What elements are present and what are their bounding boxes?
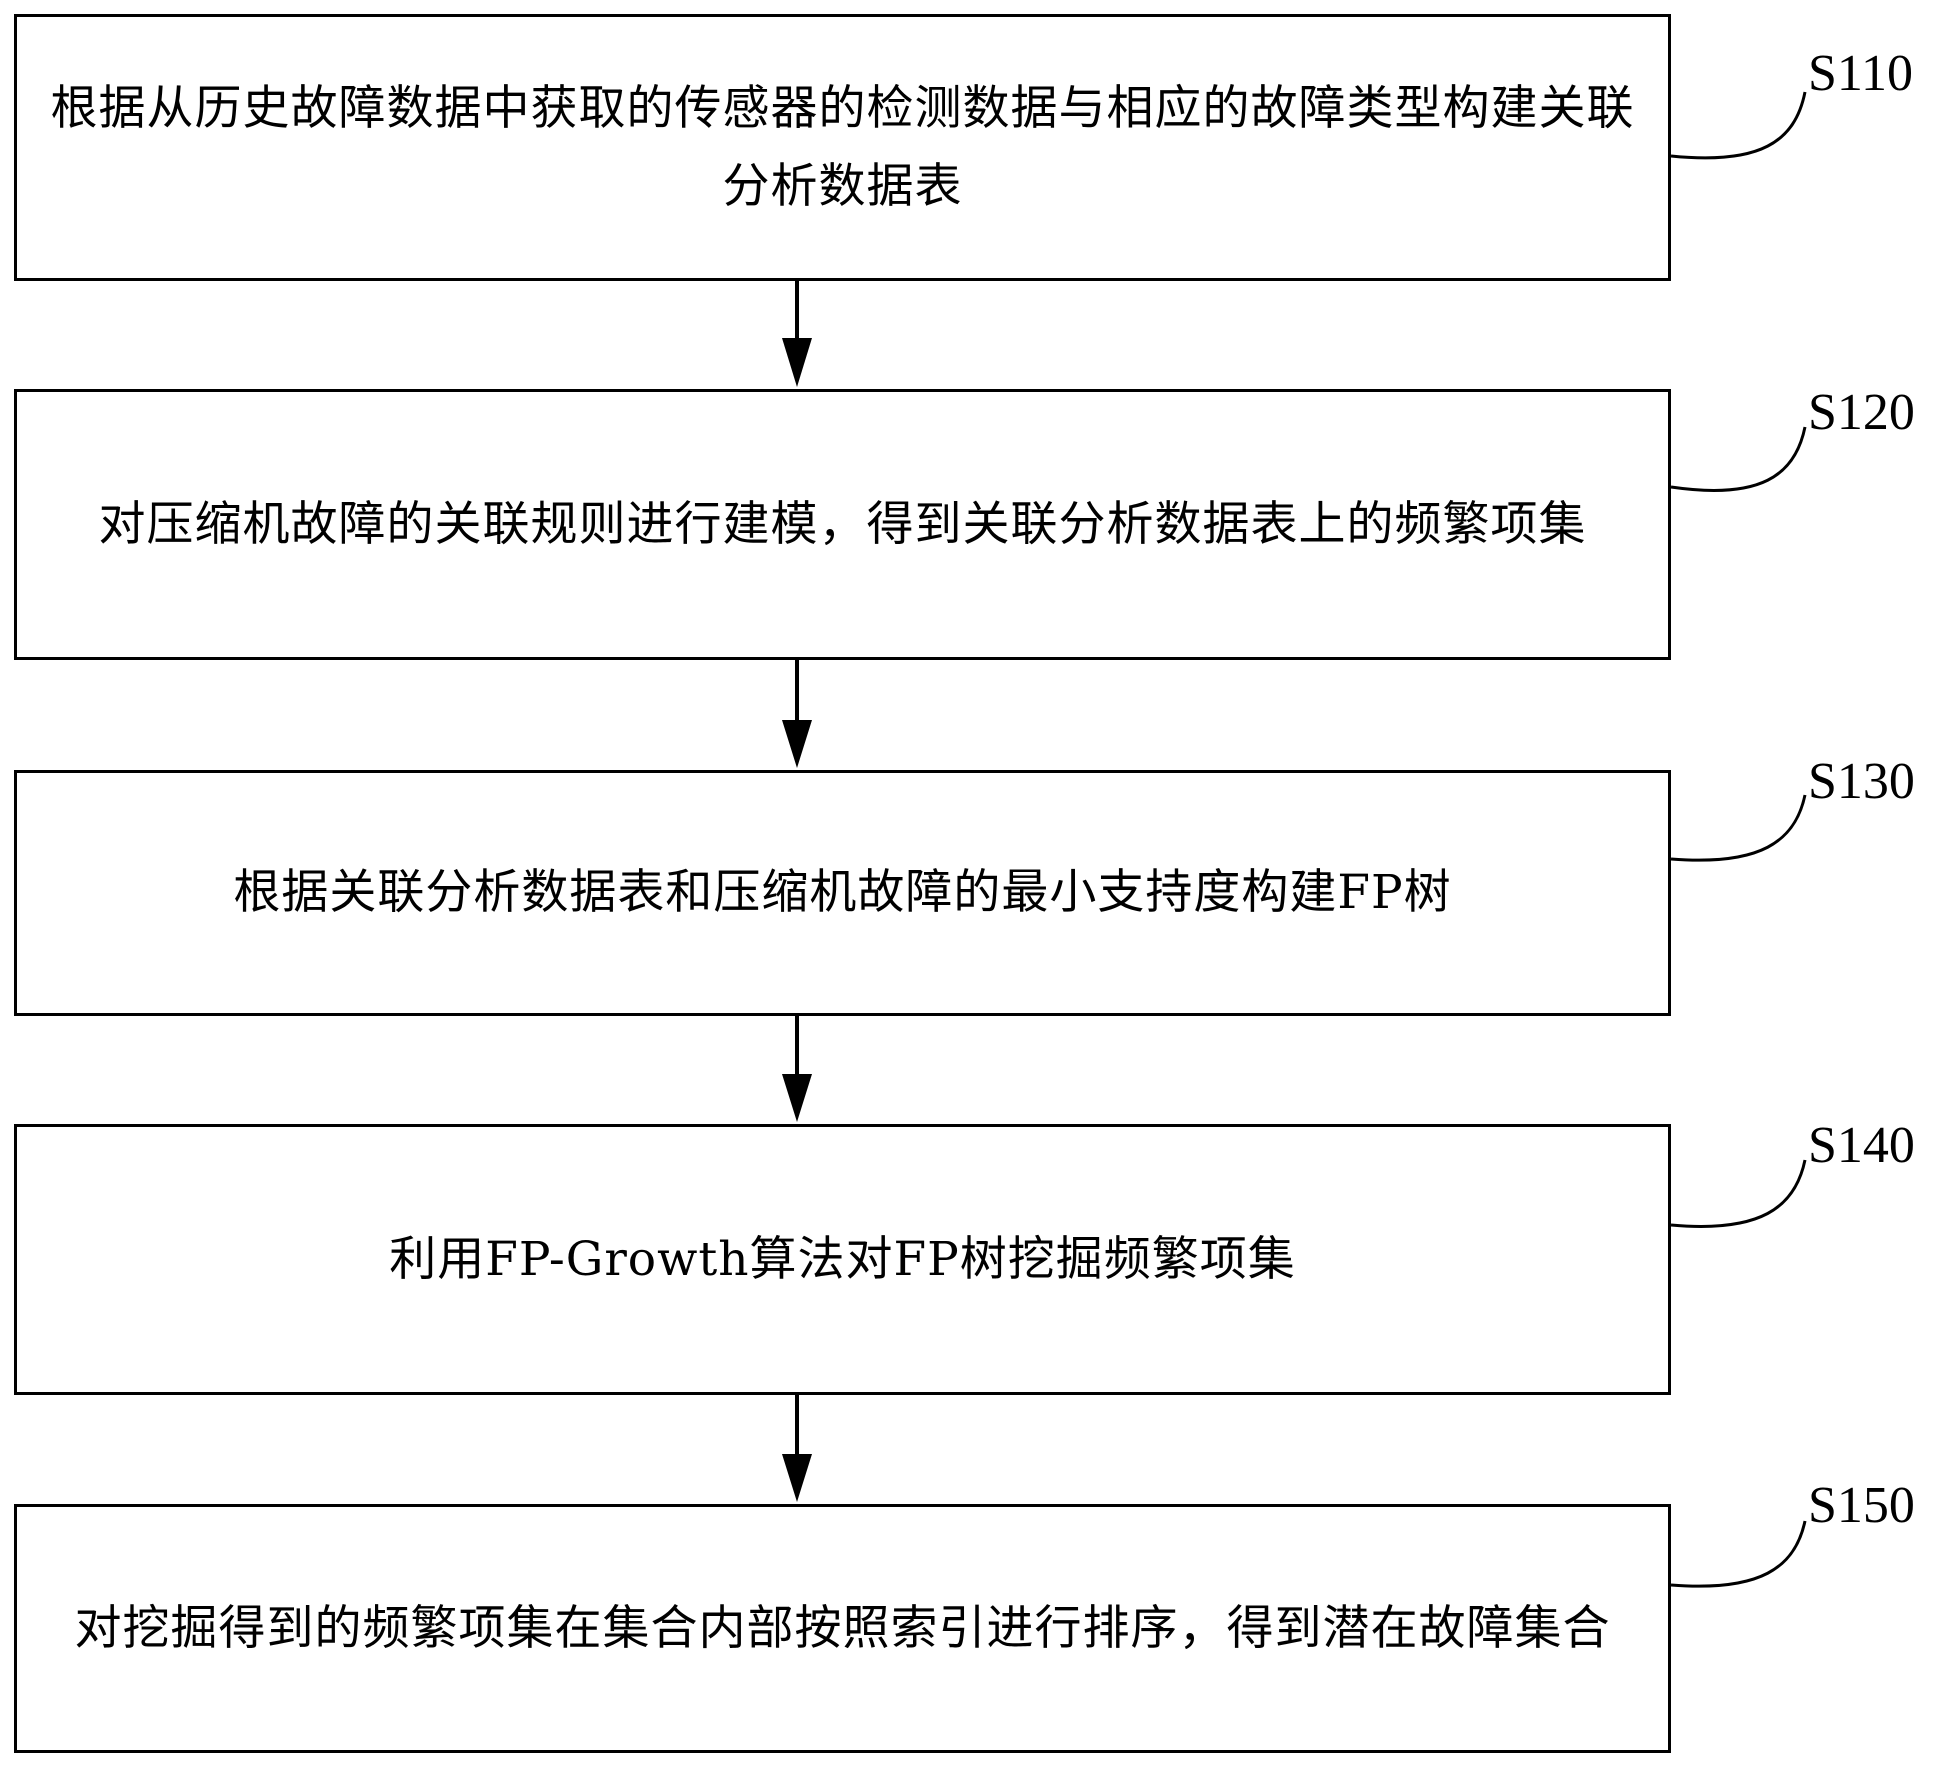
- arrow-s130-to-s140: [782, 1016, 812, 1122]
- step-text-s110: 根据从历史故障数据中获取的传感器的检测数据与相应的故障类型构建关联分析数据表: [50, 80, 1635, 214]
- step-label-s110: S110: [1808, 45, 1913, 102]
- arrow-s110-to-s120: [782, 281, 812, 387]
- step-box-s150: 对挖掘得到的频繁项集在集合内部按照索引进行排序，得到潜在故障集合: [14, 1504, 1671, 1753]
- step-text-s150: 对挖掘得到的频繁项集在集合内部按照索引进行排序，得到潜在故障集合: [74, 1600, 1611, 1656]
- arrow-s140-to-s150: [782, 1395, 812, 1502]
- step-label-s150: S150: [1808, 1477, 1915, 1534]
- step-box-s130: 根据关联分析数据表和压缩机故障的最小支持度构建FP树: [14, 770, 1671, 1016]
- step-text-s130: 根据关联分析数据表和压缩机故障的最小支持度构建FP树: [233, 865, 1452, 920]
- step-box-s110: 根据从历史故障数据中获取的传感器的检测数据与相应的故障类型构建关联分析数据表: [14, 14, 1671, 281]
- leader-s120: [1670, 426, 1807, 492]
- leader-s130: [1670, 794, 1807, 862]
- step-label-s140: S140: [1808, 1117, 1915, 1174]
- step-box-s120: 对压缩机故障的关联规则进行建模，得到关联分析数据表上的频繁项集: [14, 389, 1671, 660]
- leader-s140: [1670, 1159, 1807, 1228]
- step-label-s120: S120: [1808, 384, 1915, 441]
- leader-s110: [1670, 91, 1807, 160]
- step-text-s120: 对压缩机故障的关联规则进行建模，得到关联分析数据表上的频繁项集: [98, 496, 1587, 552]
- leader-s150: [1670, 1520, 1807, 1588]
- step-box-s140: 利用FP-Growth算法对FP树挖掘频繁项集: [14, 1124, 1671, 1395]
- arrow-s120-to-s130: [782, 660, 812, 768]
- step-label-s130: S130: [1808, 753, 1915, 810]
- step-text-s140: 利用FP-Growth算法对FP树挖掘频繁项集: [389, 1231, 1296, 1287]
